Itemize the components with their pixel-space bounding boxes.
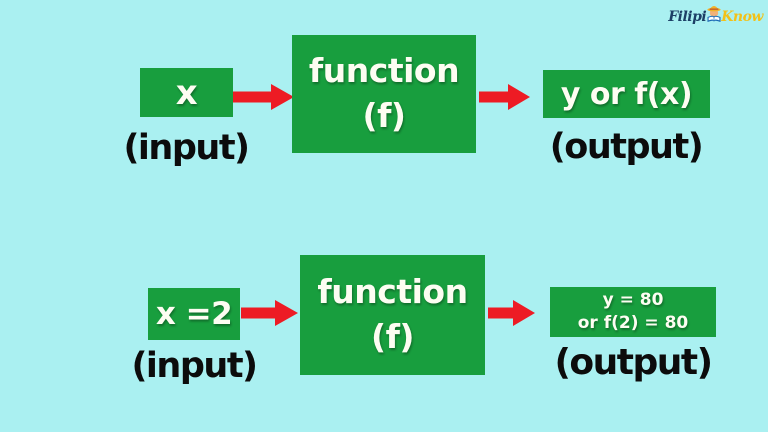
filipiknow-logo: Filipi Know bbox=[668, 6, 763, 25]
row1-function-symbol: (f) bbox=[362, 96, 406, 135]
row2-output-box: y = 80 or f(2) = 80 bbox=[550, 287, 716, 337]
row2-output-line2: or f(2) = 80 bbox=[577, 313, 689, 333]
row2-function-symbol: (f) bbox=[370, 317, 415, 356]
row2-input-caption: (input) bbox=[131, 346, 258, 386]
row2-input-box: x =2 bbox=[148, 288, 240, 340]
arrow-right-icon bbox=[233, 83, 295, 111]
logo-text-filipi: Filipi bbox=[668, 9, 707, 25]
row2-function-box: function (f) bbox=[300, 255, 485, 375]
row2-input-value: x =2 bbox=[155, 296, 233, 332]
arrow-right-icon bbox=[479, 83, 531, 111]
row1-output-caption: (output) bbox=[549, 127, 704, 167]
row1-function-box: function (f) bbox=[292, 35, 476, 153]
row2-output-caption: (output) bbox=[554, 342, 713, 383]
row1-output-value: y or f(x) bbox=[560, 76, 693, 112]
row1-output-box: y or f(x) bbox=[543, 70, 710, 118]
row2-output-line1: y = 80 bbox=[602, 290, 664, 311]
boy-reading-book-icon bbox=[707, 6, 721, 22]
arrow-right-icon bbox=[241, 299, 299, 327]
arrow-right-icon bbox=[488, 299, 536, 327]
row1-input-caption: (input) bbox=[123, 128, 250, 168]
row1-input-box: x bbox=[140, 68, 233, 117]
row1-input-value: x bbox=[175, 72, 198, 113]
logo-text-know: Know bbox=[721, 9, 763, 25]
row2-function-label: function bbox=[317, 272, 468, 312]
row1-function-label: function bbox=[308, 51, 460, 91]
